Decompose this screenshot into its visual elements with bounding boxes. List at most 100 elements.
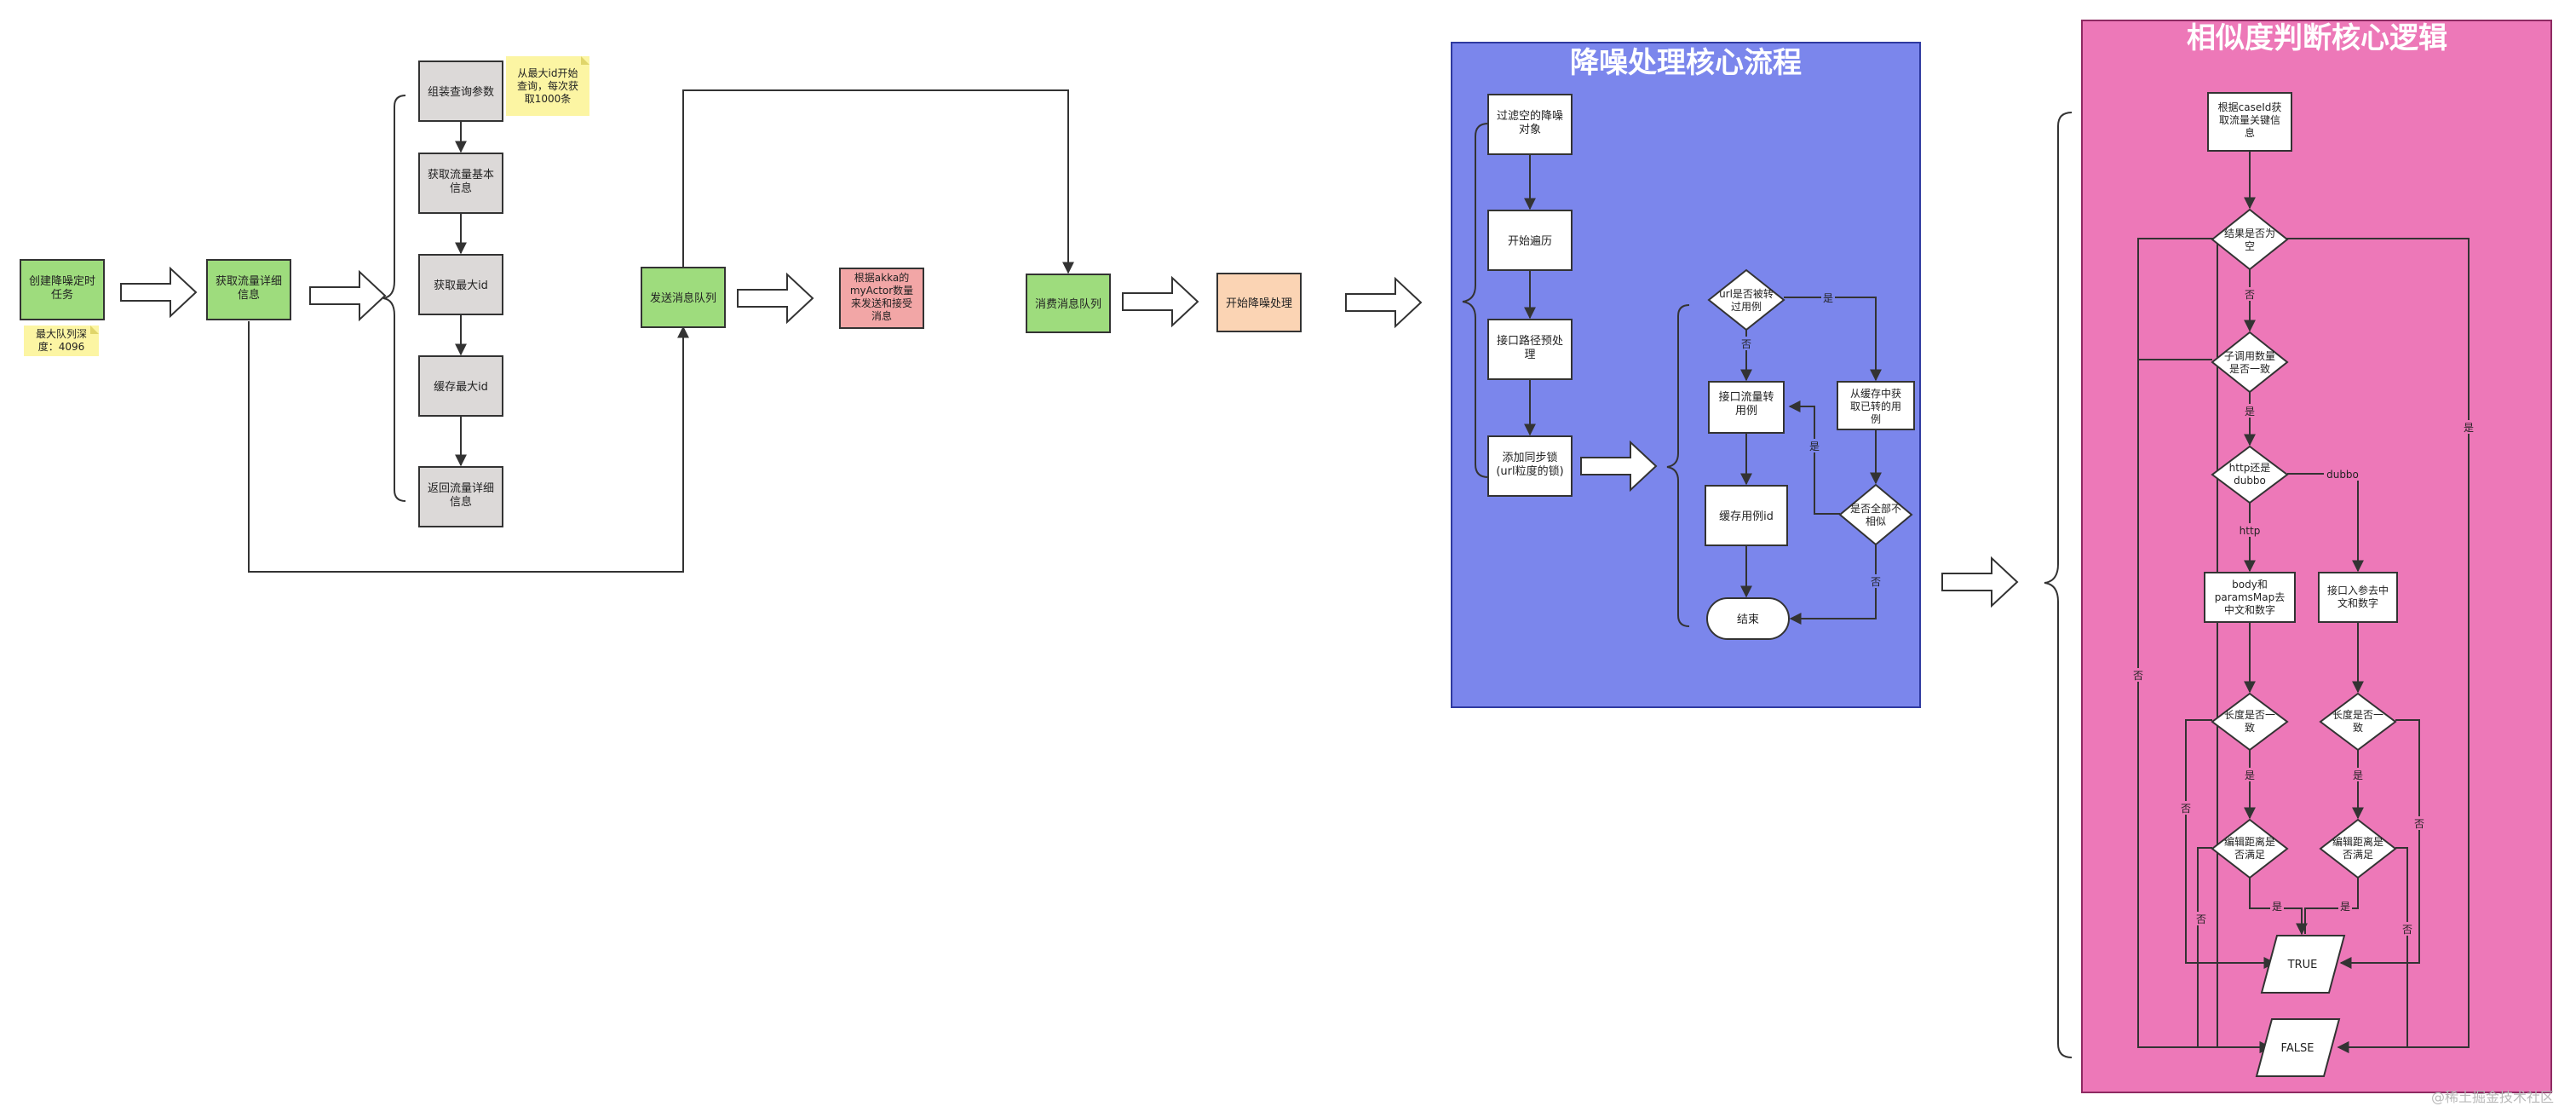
get-detail-label: 获取流量详细信息: [216, 275, 282, 302]
edge-label-no: 否: [1871, 576, 1881, 588]
edit-distance-decision-dubbo: [2319, 818, 2397, 879]
denoise-panel-title: 降噪处理核心流程: [1570, 46, 1802, 80]
consume-queue-label: 消费消息队列: [1035, 297, 1101, 311]
hollow-arrow: [1122, 275, 1199, 328]
similarity-panel-title: 相似度判断核心逻辑: [2187, 21, 2447, 55]
add-lock-node: [1487, 435, 1573, 497]
return-detail-node: [418, 466, 503, 527]
edge-label-yes: 是: [2272, 901, 2282, 913]
result-empty-decision: [2211, 208, 2289, 271]
blue-inner-brace: [1666, 304, 1690, 627]
edge-label-no: 否: [2196, 913, 2206, 925]
false-output: [2255, 1018, 2341, 1077]
length-equal-label-dubbo: 长度是否一致: [2332, 708, 2383, 734]
create-task-label: 创建降噪定时任务: [29, 275, 95, 302]
url-filtered-label: url是否被转过用例: [1719, 287, 1774, 313]
get-basic-node: [418, 153, 503, 214]
edge-label-yes: 是: [2340, 901, 2350, 913]
edge-label-no: 否: [2414, 818, 2424, 830]
cache-max-id-node: [418, 355, 503, 417]
edge-label-yes: 是: [1809, 441, 1820, 452]
edge-label-no: 否: [2181, 803, 2191, 815]
akka-note-node: [839, 268, 924, 329]
blue-edge-labels: 是 否 是 否: [1739, 291, 1883, 588]
edit-distance-label-http: 编辑距离是否满足: [2224, 835, 2275, 861]
max-queue-note-label: 最大队列深度：4096: [36, 327, 87, 353]
hollow-arrow: [1941, 556, 2019, 608]
length-equal-decision-dubbo: [2319, 692, 2397, 752]
get-max-id-node: [418, 254, 503, 315]
build-query-label: 组装查询参数: [428, 85, 494, 99]
similarity-panel: [2081, 20, 2552, 1093]
edit-distance-label-dubbo: 编辑距离是否满足: [2332, 835, 2383, 861]
hollow-arrow: [1345, 276, 1423, 329]
filter-object-node: [1487, 94, 1573, 155]
traffic-to-case-node: [1708, 381, 1785, 434]
param-strip-node: [2318, 572, 2398, 623]
left-connectors: [248, 89, 1074, 573]
max-queue-note: [24, 326, 99, 356]
start-denoise-label: 开始降噪处理: [1226, 297, 1292, 310]
length-equal-decision-http: [2211, 692, 2289, 752]
filter-object-label: 过滤空的降噪对象: [1497, 109, 1563, 136]
edge-label-http: http: [2240, 525, 2261, 537]
end-node: [1706, 597, 1790, 640]
get-basic-label: 获取流量基本信息: [428, 169, 494, 195]
return-detail-label: 返回流量详细信息: [428, 482, 494, 509]
edge-label-no: 否: [2245, 289, 2255, 301]
edge-label-no: 否: [1741, 338, 1751, 350]
edge-label-no: 否: [2133, 670, 2143, 682]
create-task-node: [20, 259, 105, 320]
send-queue-label: 发送消息队列: [650, 291, 716, 305]
cache-case-id-node: [1705, 485, 1788, 546]
pink-brace: [2044, 112, 2073, 1058]
left-brace: [382, 95, 406, 502]
edge-label-yes: 是: [2245, 406, 2255, 418]
hollow-arrow: [737, 272, 814, 325]
query-note-label: 从最大id开始查询，每次获取1000条: [517, 67, 578, 105]
length-equal-label-http: 长度是否一致: [2224, 708, 2275, 734]
get-key-info-label: 根据caseId获取流量关键信息: [2218, 101, 2282, 139]
all-similar-label: 是否全部不相似: [1850, 502, 1901, 527]
pink-loop-connectors: [2137, 238, 2470, 1053]
sub-count-label: 子调用数量是否一致: [2224, 349, 2275, 375]
traffic-to-case-label: 接口流量转用例: [1718, 390, 1774, 418]
get-key-info-node: [2207, 92, 2292, 152]
param-strip-label: 接口入参去中文和数字: [2327, 584, 2389, 609]
start-iterate-label: 开始遍历: [1508, 234, 1552, 248]
build-query-node: [418, 60, 503, 122]
add-lock-label: 添加同步锁(url粒度的锁): [1496, 451, 1563, 478]
send-queue-node: [641, 267, 726, 328]
hollow-arrow: [1580, 440, 1658, 493]
hollow-arrow: [309, 269, 387, 322]
true-output: [2260, 935, 2346, 994]
result-empty-label: 结果是否为空: [2224, 228, 2275, 252]
edge-label-yes: 是: [1823, 292, 1833, 304]
get-max-id-label: 获取最大id: [434, 279, 488, 292]
url-filtered-decision: [1707, 268, 1785, 331]
hollow-arrow: [120, 266, 198, 319]
path-preprocess-label: 接口路径预处理: [1497, 334, 1563, 361]
edge-label-yes: 是: [2353, 769, 2363, 781]
http-dubbo-decision: [2211, 445, 2289, 504]
from-cache-node: [1837, 381, 1915, 430]
start-iterate-node: [1487, 210, 1573, 271]
consume-queue-node: [1026, 274, 1111, 333]
edge-label-yes: 是: [2464, 422, 2474, 434]
query-note: [506, 56, 589, 116]
from-cache-label: 从缓存中获取已转的用例: [1850, 387, 1901, 425]
cache-max-id-label: 缓存最大id: [434, 381, 488, 394]
watermark: @稀土掘金技术社区: [2431, 1089, 2554, 1105]
all-similar-decision: [1838, 483, 1913, 546]
path-preprocess-node: [1487, 319, 1573, 380]
pink-edge-labels: 否 是 是 否 http dubbo 是 否 否 是 否 否 是 是: [2131, 287, 2475, 936]
cache-case-id-label: 缓存用例id: [1719, 510, 1774, 523]
edit-distance-decision-http: [2211, 818, 2289, 879]
blue-outer-brace: [1462, 123, 1489, 478]
sub-count-decision: [2211, 331, 2289, 394]
false-output-label: FALSE: [2281, 1042, 2314, 1055]
